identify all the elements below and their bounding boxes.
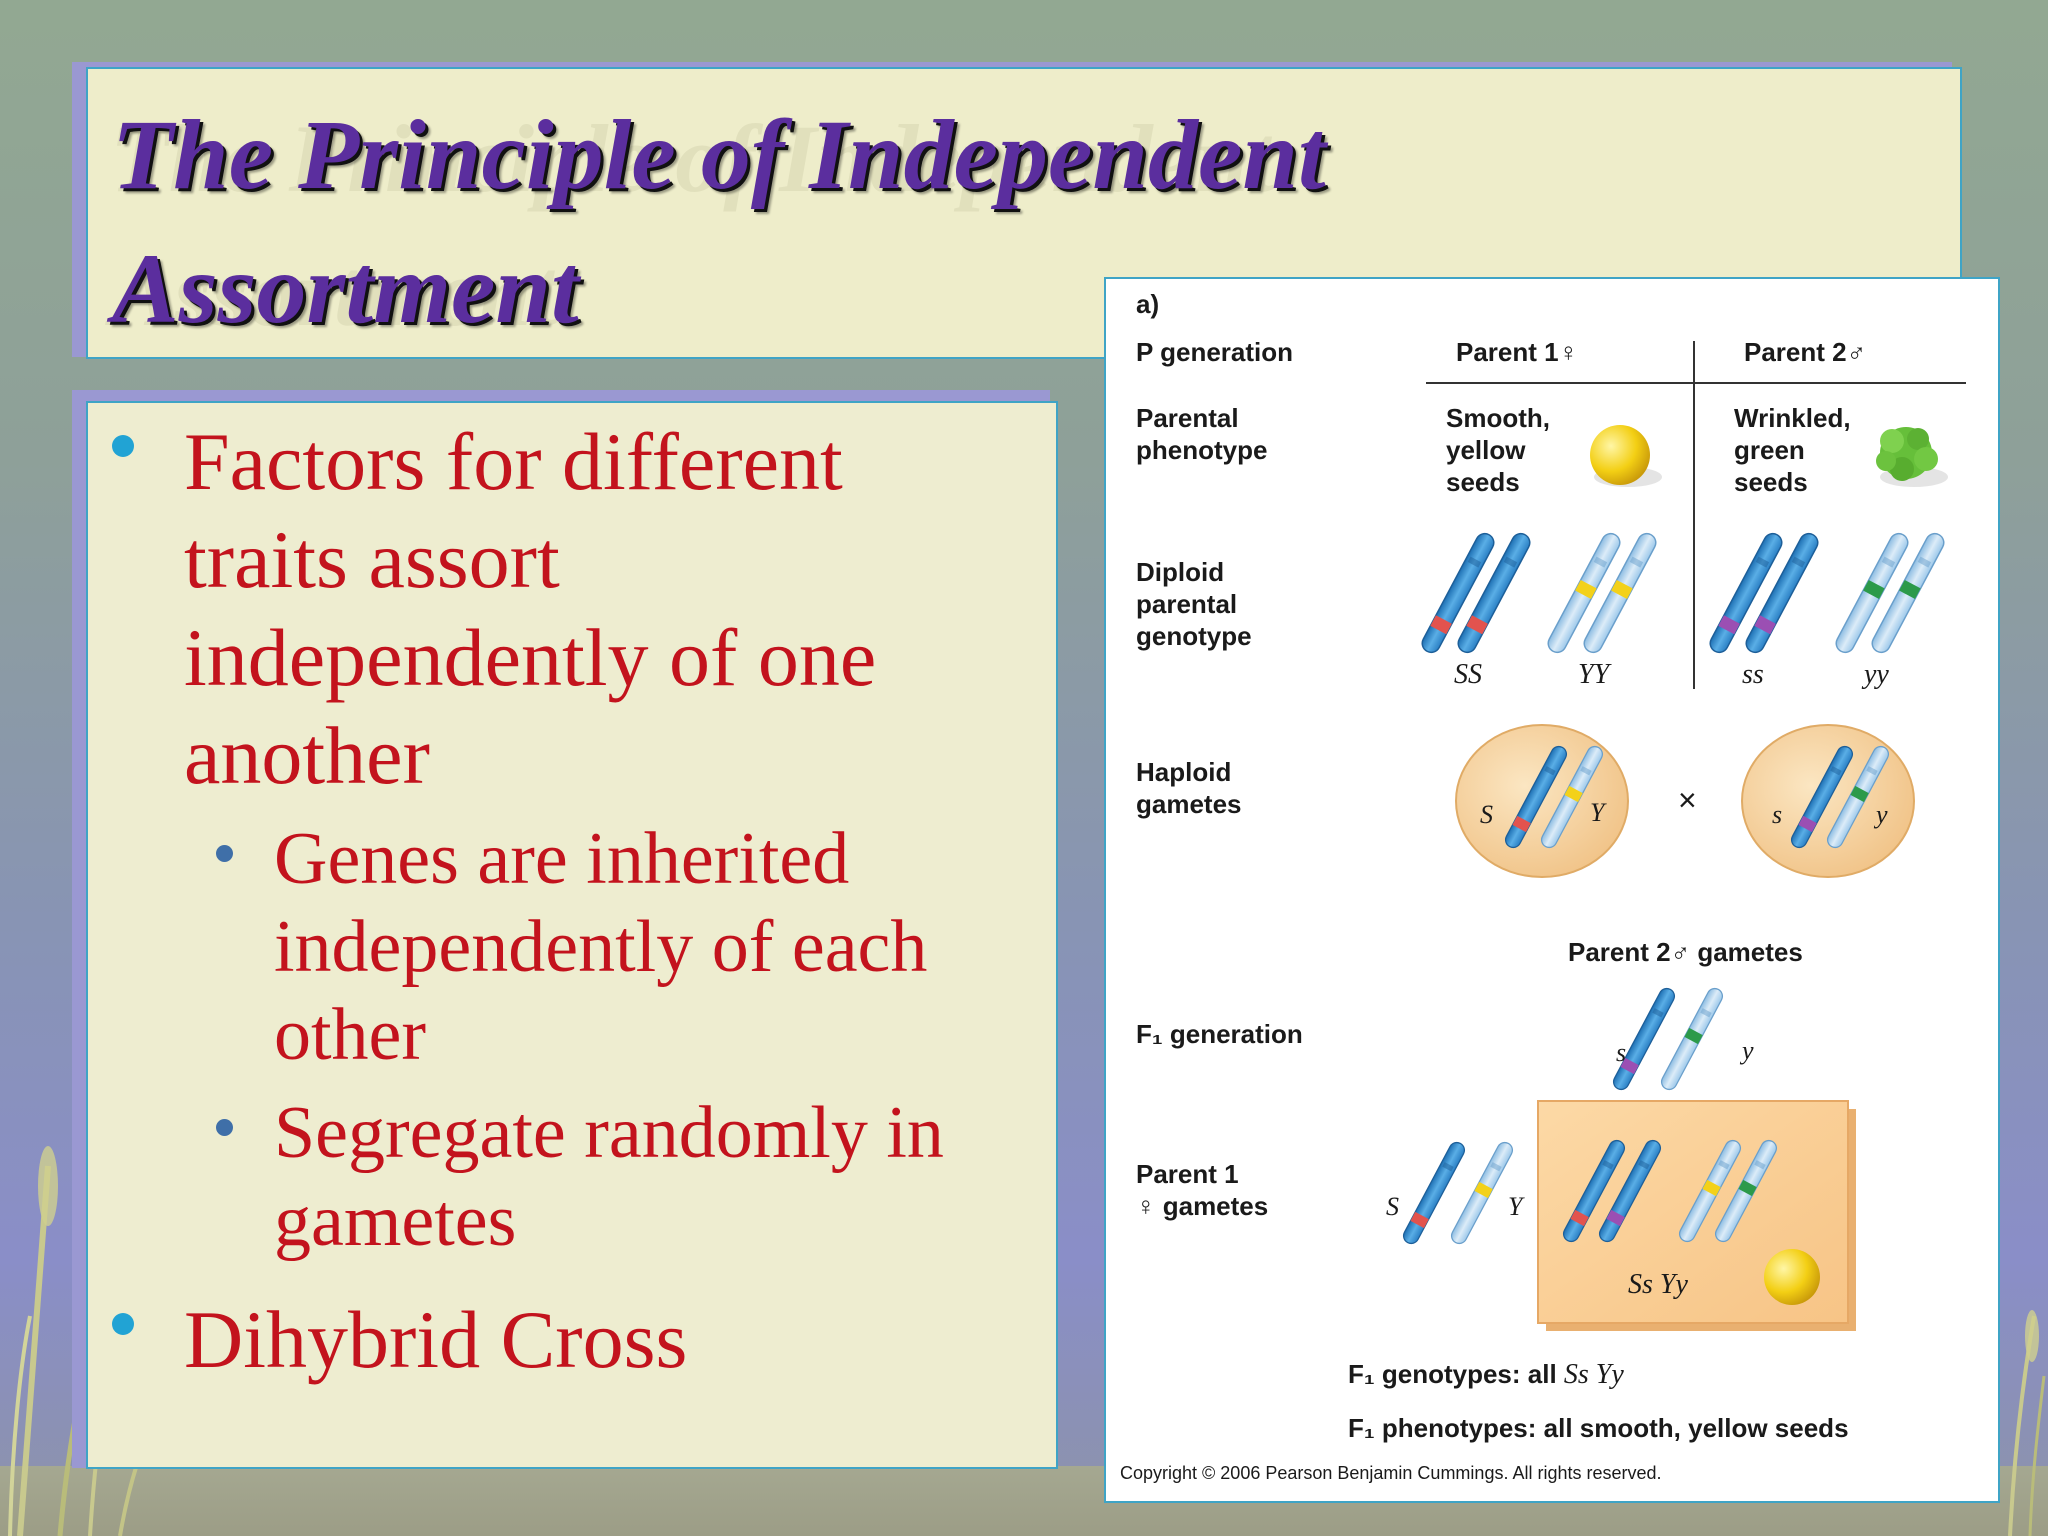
body-panel [86,401,1058,1469]
svg-text:S: S [1386,1192,1399,1221]
subbullet-genes-inherited: Genes are inherited independently of eac… [100,815,1040,1079]
bullet-dot [112,435,134,457]
panel-label: a) [1136,289,1159,319]
title-panel [86,67,1962,359]
parent2-phenotype: Wrinkled, green seeds [1734,403,1858,497]
gamete-cell-parent2 [1741,724,1915,878]
slide-title-line-2: Assortment [112,233,579,344]
genotype-yy: yy [1861,659,1889,690]
gamete-cell-parent1 [1455,724,1629,878]
f1-generation-label: F₁ generation [1136,1019,1303,1049]
f1-phenotypes-summary: F₁ phenotypes: all smooth, yellow seeds [1348,1413,1849,1443]
row-label-haploid: Haploid gametes [1136,757,1242,819]
figure-svg: a) P generation Parent 1♀ Parent 2♂ Pare… [1120,289,1966,1483]
offspring-genotype: Ss Yy [1628,1269,1688,1300]
genotype-YY: YY [1578,659,1613,690]
parent2-header: Parent 2♂ [1744,337,1866,367]
row-label-phenotype: Parental phenotype [1136,403,1267,465]
parent1-gamete-chromosomes [1400,1139,1516,1247]
parent1-phenotype: Smooth, yellow seeds [1446,403,1557,497]
parent2-gamete-chromosomes [1610,985,1726,1093]
green-wrinkled-seed-icon [1876,427,1948,487]
genotype-SS: SS [1454,659,1482,690]
gamete-allele-Y: Y [1590,798,1607,827]
f1-yellow-seed-icon [1764,1249,1820,1305]
f1-genotypes-summary: F₁ genotypes: all Ss Yy [1348,1359,1624,1390]
svg-text:Y: Y [1508,1192,1525,1221]
dihybrid-cross-figure: a) P generation Parent 1♀ Parent 2♂ Pare… [1104,277,2000,1503]
genotype-ss: ss [1742,659,1764,690]
grass-right-decoration [2008,1310,2046,1536]
bullet-dihybrid-cross: Dihybrid Cross [100,1291,1040,1389]
subbullet-dot [216,845,233,862]
p-generation-label: P generation [1136,337,1293,367]
subbullet-dot [216,1119,233,1136]
slide-title-line-1: The Principle of Independent [112,99,1326,210]
parent2-gametes-label: Parent 2♂ gametes [1568,937,1803,967]
gamete-allele-S: S [1480,800,1493,829]
copyright-notice: Copyright © 2006 Pearson Benjamin Cummin… [1120,1463,1662,1483]
parent1-gametes-label: Parent 1 ♀ gametes [1136,1159,1268,1221]
chromosome-pair-yy [1832,529,1948,657]
chromosome-pair-ss [1706,529,1822,657]
yellow-smooth-seed-icon [1590,425,1650,485]
slide-title: The Principle of Independent Assortment [112,88,1512,356]
bullet-dot [112,1313,134,1335]
svg-text:s: s [1616,1038,1626,1067]
f1-offspring-box [1537,1100,1856,1331]
gamete-allele-y: y [1873,800,1888,829]
bullet-list: Factors for different traits assort inde… [100,413,1040,1389]
title-ghost-echo: The Principle of Independent Assortment [110,105,1276,346]
row-label-diploid: Diploid parental genotype [1136,557,1252,651]
cross-symbol: × [1678,782,1697,818]
chromosome-pair-YY [1544,529,1660,657]
gamete-allele-s: s [1772,800,1782,829]
subbullet-segregate: Segregate randomly in gametes [100,1089,1040,1265]
parent1-header: Parent 1♀ [1456,337,1578,367]
chromosome-pair-SS [1418,529,1534,657]
svg-text:y: y [1739,1036,1754,1065]
bullet-factors: Factors for different traits assort inde… [100,413,1040,805]
